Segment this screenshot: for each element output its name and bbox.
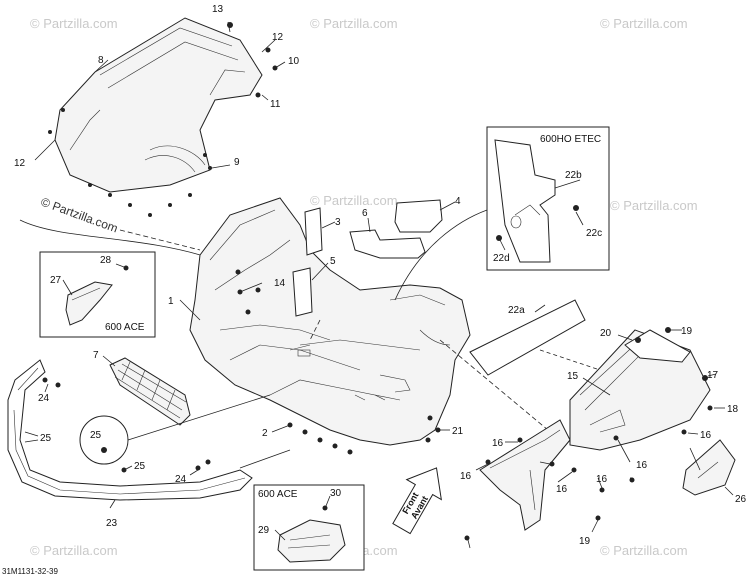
callout-22c: 22c — [586, 228, 602, 239]
callout-3: 3 — [335, 217, 341, 228]
front-bumper — [7, 359, 253, 501]
callout-23: 23 — [106, 518, 118, 529]
callout-27: 27 — [50, 275, 62, 286]
callout-29: 29 — [258, 525, 270, 536]
foam-pieces — [292, 199, 443, 317]
callout-25-circle: 25 — [90, 430, 102, 441]
etec-inset-box: 600HO ETEC — [486, 126, 610, 271]
callout-19-top: 19 — [681, 326, 693, 337]
callout-1: 1 — [168, 296, 174, 307]
callout-5: 5 — [330, 256, 336, 267]
right-side-panel — [569, 329, 711, 451]
callout-16-a: 16 — [492, 438, 504, 449]
ace-bottom-box-title: 600 ACE — [258, 489, 298, 500]
callout-16-c: 16 — [556, 484, 568, 495]
callouts: 1 2 3 4 5 6 7 8 9 10 11 12 12 13 14 15 1… — [14, 4, 747, 547]
callout-18: 18 — [727, 404, 739, 415]
mesh-grille — [109, 357, 191, 426]
callout-8: 8 — [98, 55, 104, 66]
etec-box-title: 600HO ETEC — [540, 134, 601, 145]
callout-12-top: 12 — [272, 32, 284, 43]
watermark-diagonal: © Partzilla.com — [39, 195, 120, 236]
callout-22d: 22d — [493, 253, 510, 264]
bottom-pan — [189, 197, 471, 446]
callout-25-left: 25 — [40, 433, 52, 444]
callout-15: 15 — [567, 371, 579, 382]
callout-20: 20 — [600, 328, 612, 339]
callout-28: 28 — [100, 255, 112, 266]
callout-22b: 22b — [565, 170, 582, 181]
callout-7: 7 — [93, 350, 99, 361]
callout-12-left: 12 — [14, 158, 26, 169]
callout-2: 2 — [262, 428, 268, 439]
callout-22a: 22a — [508, 305, 525, 316]
callout-16-f: 16 — [700, 430, 712, 441]
callout-19-bottom: 19 — [579, 536, 591, 547]
callout-25-bottom: 25 — [134, 461, 146, 472]
ace-inset-box-top: 600 ACE — [39, 251, 156, 338]
callout-24-bottom: 24 — [175, 474, 187, 485]
callout-17: 17 — [707, 370, 719, 381]
callout-9: 9 — [234, 157, 240, 168]
lower-bracket — [479, 419, 571, 531]
callout-16-e: 16 — [636, 460, 648, 471]
callout-6: 6 — [362, 208, 368, 219]
foam-strip-22a — [469, 299, 586, 376]
callout-26: 26 — [735, 494, 747, 505]
ace-inset-box-bottom: 600 ACE — [253, 484, 365, 571]
detail-circle-25 — [79, 415, 129, 465]
callout-30: 30 — [330, 488, 342, 499]
watermark-2: © Partzilla.com — [310, 16, 398, 31]
callout-21: 21 — [452, 426, 464, 437]
callout-10: 10 — [288, 56, 300, 67]
ace-top-box-title: 600 ACE — [105, 322, 145, 333]
callout-16-b: 16 — [460, 471, 472, 482]
watermark-3: © Partzilla.com — [600, 16, 688, 31]
watermark-4: © Partzilla.com — [310, 193, 398, 208]
callout-14: 14 — [274, 278, 286, 289]
callout-16-d: 16 — [596, 474, 608, 485]
callout-24-left: 24 — [38, 393, 50, 404]
watermark-6: © Partzilla.com — [30, 543, 118, 558]
watermark-1: © Partzilla.com — [30, 16, 118, 31]
callout-13: 13 — [212, 4, 224, 15]
watermark-5: © Partzilla.com — [610, 198, 698, 213]
figure-code: 31M1131-32-39 — [2, 567, 58, 576]
callout-4: 4 — [455, 196, 461, 207]
callout-11: 11 — [270, 99, 281, 110]
small-bracket-26 — [682, 439, 736, 496]
front-direction-arrow: Front Avant — [392, 467, 442, 535]
watermark-8: © Partzilla.com — [600, 543, 688, 558]
upper-inner-panel — [48, 17, 263, 217]
